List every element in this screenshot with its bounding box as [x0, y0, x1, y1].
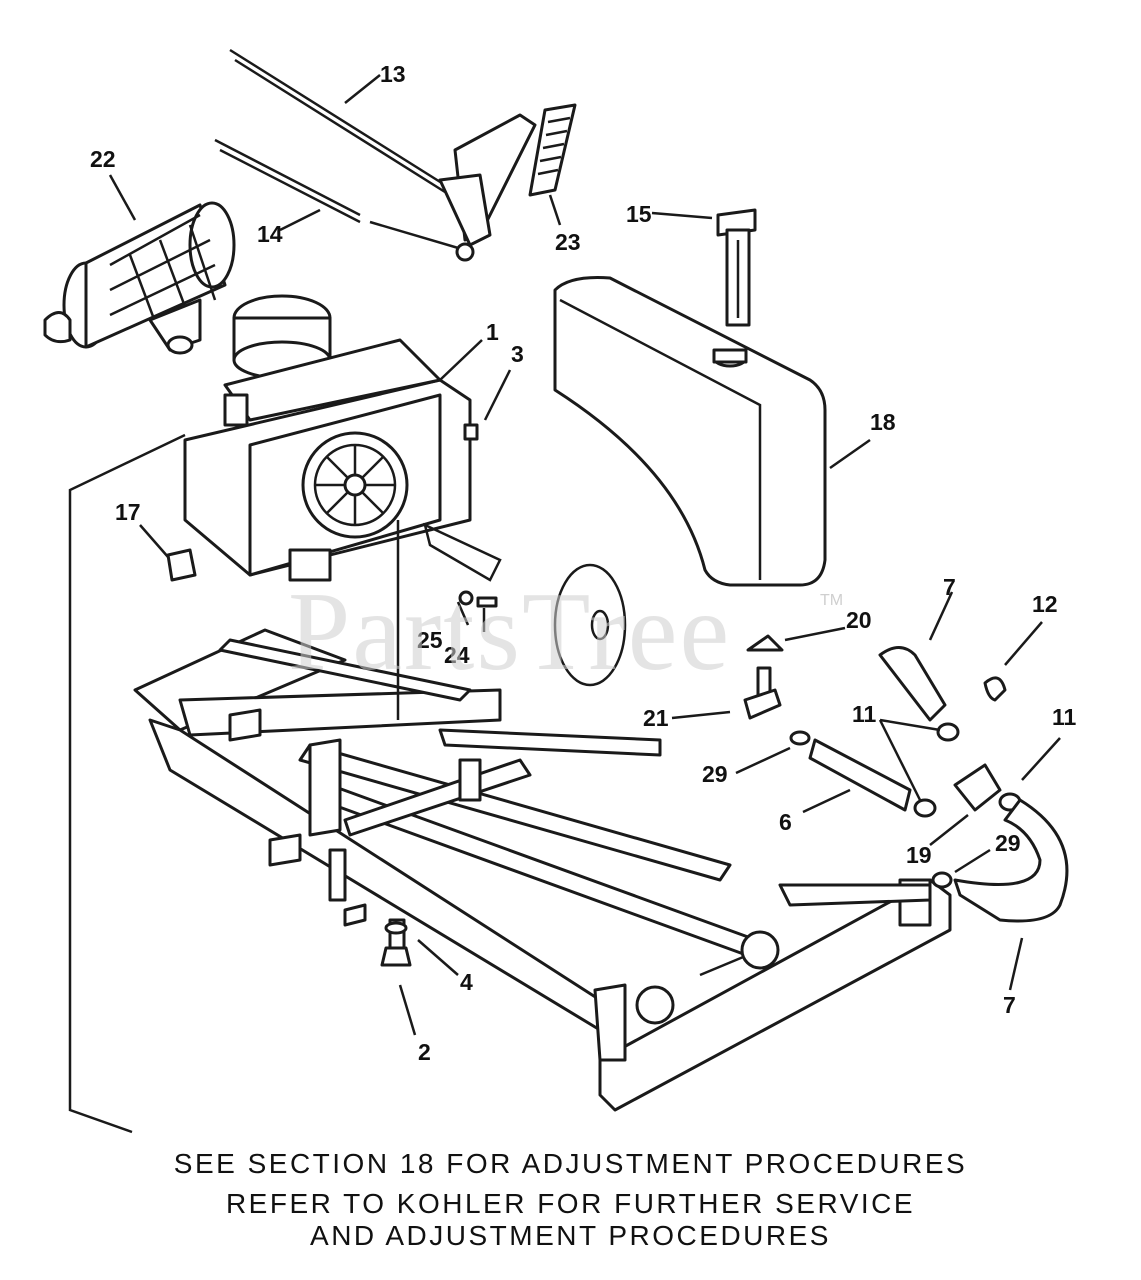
callout-12: 12: [1032, 591, 1058, 617]
callout-18: 18: [870, 409, 896, 435]
callout-17: 17: [115, 499, 141, 525]
callout-13: 13: [380, 61, 406, 87]
callout-20: 20: [846, 607, 872, 633]
callout-19: 19: [906, 842, 932, 868]
control-cables: [214, 48, 475, 262]
callout-15: 15: [626, 201, 652, 227]
muffler: [43, 201, 236, 355]
note-kohler-line1: REFER TO KOHLER FOR FURTHER SERVICE: [225, 1188, 916, 1219]
callout-4: 4: [460, 969, 473, 995]
fuel-gauge: [716, 208, 757, 327]
callout-6: 6: [779, 809, 792, 835]
small-parts: [166, 423, 1069, 967]
callout-11-left: 11: [852, 701, 877, 727]
fuel-tank: [553, 276, 827, 587]
callout-14: 14: [257, 221, 283, 247]
callout-23: 23: [555, 229, 581, 255]
callout-11-right: 11: [1052, 704, 1077, 730]
note-kohler-line2: AND ADJUSTMENT PROCEDURES: [310, 1220, 831, 1251]
callout-21: 21: [643, 705, 669, 731]
callout-24: 24: [444, 642, 470, 668]
callout-7-upper: 7: [943, 574, 956, 600]
throttle-lever: [438, 113, 537, 247]
callout-7-lower: 7: [1003, 992, 1016, 1018]
callout-22: 22: [90, 146, 116, 172]
grip-pad: [528, 103, 577, 197]
callout-1: 1: [486, 319, 499, 345]
callout-2: 2: [418, 1039, 431, 1065]
callouts: 13 22 14 23 15 1 3 18 17 25 24 20 7 12 2…: [90, 61, 1077, 1065]
callout-25: 25: [417, 627, 443, 653]
leader-lines: [68, 74, 1061, 1134]
chassis-frame: [133, 628, 952, 1112]
callout-29-right: 29: [995, 830, 1021, 856]
callout-3: 3: [511, 341, 524, 367]
callout-29-left: 29: [702, 761, 728, 787]
watermark-trademark: TM: [820, 592, 844, 609]
note-section-18: SEE SECTION 18 FOR ADJUSTMENT PROCEDURES: [173, 1148, 968, 1179]
